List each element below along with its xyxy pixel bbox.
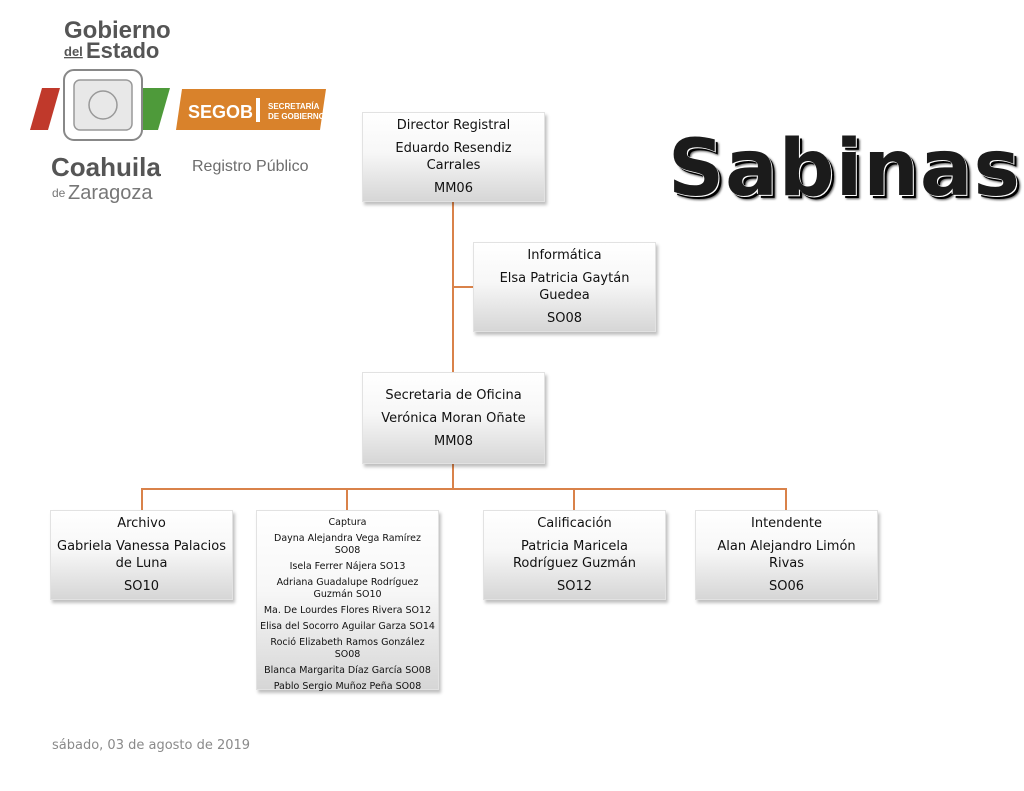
coahuila-government-logo: Gobierno del Estado Coahuila de Zaragoza… [30,17,326,204]
informatica-role: Informática [527,248,602,263]
org-box-informatica: Informática Elsa Patricia Gaytán Guedea … [473,242,656,332]
captura-member: Isela Ferrer Nájera SO13 [289,561,406,572]
archivo-role: Archivo [117,516,166,531]
connector-intendente [785,488,787,510]
connector-horizontal-bus [141,488,787,490]
intendente-role: Intendente [751,516,822,531]
informatica-code: SO08 [546,311,583,326]
captura-member: Roció Elizabeth Ramos González SO08 [270,637,425,660]
archivo-code: SO10 [123,579,160,594]
secretaria-code: MM08 [434,433,473,449]
captura-member: Ma. De Lourdes Flores Rivera SO12 [263,605,432,616]
captura-member: Dayna Alejandra Vega Ramírez SO08 [274,533,421,556]
archivo-name: Gabriela Vanessa Palacios de Luna [57,539,226,571]
connector-informatica [452,286,474,288]
captura-role: Captura [328,517,367,528]
calificacion-code: SO12 [556,579,593,594]
calificacion-role: Calificación [537,516,612,531]
director-code: MM06 [434,181,473,196]
segob-secretaria-text: SECRETARÍA [268,102,320,111]
intendente-name: Alan Alejandro Limón Rivas [717,539,856,571]
logo-text-zaragoza: Zaragoza [68,182,153,204]
connector-secretaria-bus [452,463,454,489]
segob-gobierno-text: DE GOBIERNO [268,112,325,121]
informatica-name: Elsa Patricia Gaytán Guedea [499,271,630,303]
logo-text-de: de [52,186,66,200]
director-role: Director Registral [396,118,511,133]
registro-publico-label: Registro Público [192,158,309,175]
captura-member: Blanca Margarita Díaz García SO08 [264,665,431,676]
connector-captura [346,488,348,510]
org-box-calificacion: Calificación Patricia Maricela Rodríguez… [483,510,666,600]
footer-date: sábado, 03 de agosto de 2019 [52,738,251,753]
org-box-captura: Captura Dayna Alejandra Vega Ramírez SO0… [256,510,439,692]
intendente-code: SO06 [768,579,805,594]
org-box-archivo: Archivo Gabriela Vanessa Palacios de Lun… [50,510,233,600]
captura-member: Elisa del Socorro Aguilar Garza SO14 [260,621,435,632]
captura-member: Adriana Guadalupe Rodríguez Guzmán SO10 [276,577,419,600]
org-box-secretaria: Secretaria de Oficina Verónica Moran Oña… [362,372,545,464]
connector-calificacion [573,488,575,510]
org-box-director: Director Registral Eduardo Resendiz Carr… [362,112,545,202]
org-box-intendente: Intendente Alan Alejandro Limón Rivas SO… [695,510,878,600]
secretaria-role: Secretaria de Oficina [385,387,522,403]
logo-text-coahuila: Coahuila [51,152,161,182]
logo-text-estado: Estado [86,38,159,63]
connector-director-secretaria [452,202,454,464]
secretaria-name: Verónica Moran Oñate [381,410,526,426]
segob-text: SEGOB [188,102,253,122]
calificacion-name: Patricia Maricela Rodríguez Guzmán [512,539,637,571]
connector-archivo [141,488,143,510]
director-name: Eduardo Resendiz Carrales [395,141,512,173]
logo-text-del: del [64,44,83,59]
page-title: Sabinas [668,124,1021,214]
logo-text-gobierno: Gobierno [64,17,171,44]
captura-member: Pablo Sergio Muñoz Peña SO08 [273,681,422,692]
